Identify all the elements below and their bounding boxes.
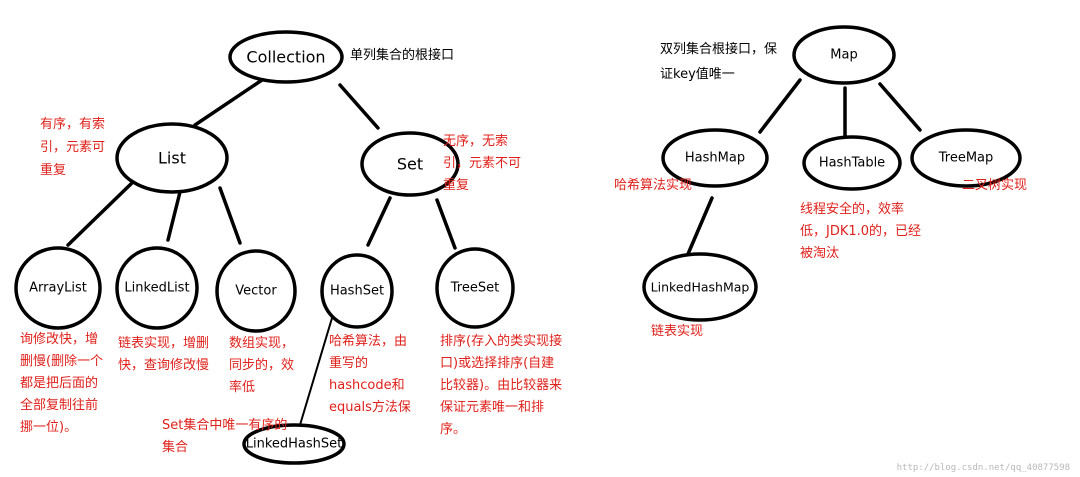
label-linkedhashset: LinkedHashSet [246, 437, 343, 452]
node-labels: Collection List Set ArrayList LinkedList… [29, 48, 993, 452]
note-list: 有序，有索 引，元素可 重复 [40, 117, 109, 178]
note-hashtable: 线程安全的，效率 低，JDK1.0的，已经 被淘汰 [800, 201, 925, 261]
note-linkedlist: 链表实现，增删 快，查询修改慢 [118, 336, 213, 373]
edge-map-treemap [878, 82, 922, 132]
edge-hashset-linkedhashset [299, 307, 336, 426]
label-list: List [158, 149, 186, 168]
label-linkedhashmap: LinkedHashMap [651, 280, 750, 295]
node-map [792, 25, 896, 85]
node-collection [228, 30, 344, 84]
label-linkedlist: LinkedList [124, 281, 189, 296]
edge-collection-set [338, 83, 380, 130]
node-vector [215, 249, 297, 333]
note-hashmap: 哈希算法实现 [614, 178, 692, 193]
node-list [115, 122, 229, 194]
edge-collection-list [193, 78, 264, 127]
nodes [14, 25, 1022, 465]
label-hashmap: HashMap [685, 151, 745, 166]
edge-set-treeset [435, 198, 457, 250]
edge-list-linkedlist [166, 190, 182, 242]
edges [66, 78, 922, 426]
label-collection: Collection [246, 48, 325, 67]
edge-hashmap-linkedhashmap [686, 196, 714, 256]
edge-set-hashset [366, 196, 392, 247]
label-treemap: TreeMap [938, 151, 994, 166]
note-vector: 数组实现， 同步的，效 率低 [229, 336, 298, 395]
note-set: 无序，无索 引，元素不可 重复 [443, 134, 525, 193]
label-arraylist: ArrayList [29, 281, 87, 296]
note-arraylist: 询修改快，增 删慢(删除一个 都是把后面的 全部复制往前 挪一位)。 [20, 332, 107, 435]
annotations: 单列集合的根接口 双列集合根接口，保 证key值唯一 有序，有索 引，元素可 重… [20, 41, 1027, 455]
label-hashset: HashSet [330, 284, 384, 299]
label-treeset: TreeSet [450, 281, 499, 296]
label-vector: Vector [235, 284, 277, 299]
node-linkedhashset [242, 423, 346, 465]
edge-list-arraylist [66, 178, 137, 247]
node-linkedhashmap [642, 252, 758, 322]
label-map: Map [830, 48, 857, 63]
watermark: http://blog.csdn.net/qq_40877598 [897, 463, 1070, 473]
note-treeset: 排序(存入的类实现接 口)或选择排序(自建 比较器)。由比较器来 保证元素唯一和… [440, 333, 566, 437]
node-linkedlist [115, 246, 199, 330]
edge-list-vector [218, 186, 242, 245]
note-linkedhashset: Set集合中唯一有序的 集合 [162, 417, 292, 455]
label-hashtable: HashTable [819, 156, 885, 171]
note-linkedhashmap: 链表实现 [651, 324, 703, 339]
note-collection: 单列集合的根接口 [350, 47, 454, 63]
label-set: Set [397, 155, 423, 174]
node-hashmap [661, 128, 769, 188]
node-treeset [435, 247, 515, 329]
note-map: 双列集合根接口，保 证key值唯一 [660, 41, 781, 82]
node-set [360, 131, 460, 197]
note-hashset: 哈希算法，由 重写的 hashcode和 equals方法保 [329, 334, 411, 415]
node-hashtable [802, 135, 902, 191]
note-treemap: 二叉树实现 [962, 178, 1027, 193]
node-treemap [910, 128, 1022, 188]
edge-map-hashmap [758, 78, 802, 134]
node-arraylist [14, 246, 102, 330]
node-hashset [320, 253, 394, 329]
